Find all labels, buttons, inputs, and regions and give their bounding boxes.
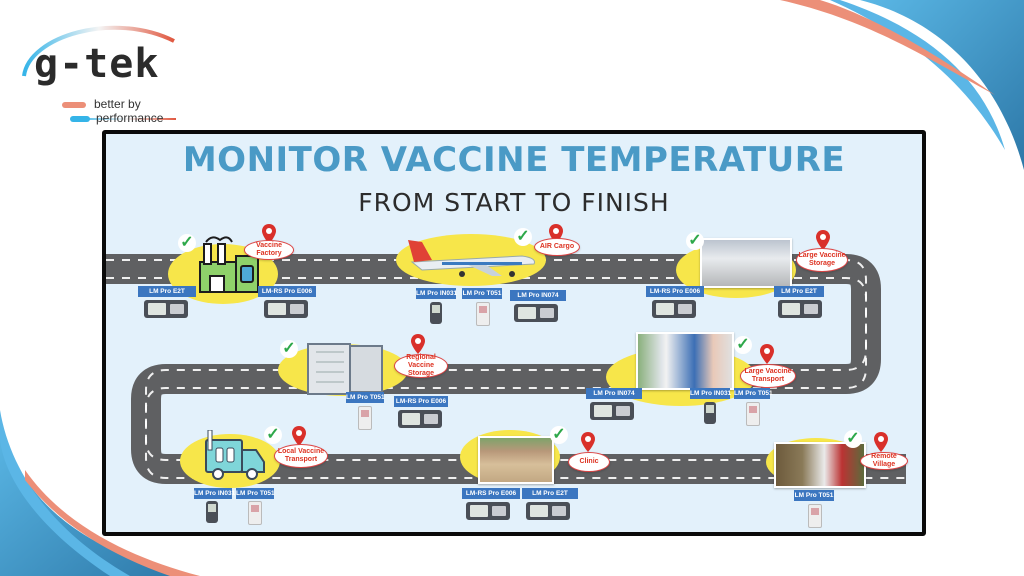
road-path	[106, 254, 906, 484]
device-label: LM Pro IN074	[510, 290, 566, 301]
brand-tagline-2: performance	[96, 111, 164, 125]
truck-photo	[636, 332, 734, 390]
check-icon: ✓	[686, 232, 704, 250]
check-icon: ✓	[264, 426, 282, 444]
location-pin-icon	[760, 344, 774, 364]
location-pin-icon	[292, 426, 306, 446]
location-label: Clinic	[568, 452, 610, 472]
location-label: Local Vaccine Transport	[274, 444, 328, 468]
device-label: LM Pro T051	[236, 488, 275, 499]
location-label: Large Vaccine Storage	[796, 248, 848, 272]
check-icon: ✓	[280, 340, 298, 358]
device-label: LM Pro IN074	[586, 388, 642, 399]
infographic-subtitle: FROM START TO FINISH	[358, 188, 670, 217]
vaccine-van-icon	[205, 430, 265, 480]
location-label: Large Vaccine Transport	[740, 364, 796, 388]
device-label: LM Pro E2T	[522, 488, 578, 499]
village-photo	[774, 442, 866, 488]
data-logger-device	[652, 300, 696, 318]
check-icon: ✓	[844, 430, 862, 448]
data-logger-device	[248, 501, 262, 525]
airplane-icon	[408, 240, 535, 277]
data-logger-device	[778, 300, 822, 318]
location-pin-icon	[874, 432, 888, 452]
device-label: LM Pro E2T	[138, 286, 196, 297]
device-label: LM Pro E2T	[774, 286, 824, 297]
check-icon: ✓	[514, 228, 532, 246]
logo-arc-icon	[22, 25, 176, 120]
g-tek-logo[interactable]: g-tek better by performance	[14, 16, 194, 126]
location-pin-icon	[262, 224, 276, 244]
device-label: LM Pro IN031	[690, 388, 732, 399]
location-label: Vaccine Factory	[244, 240, 294, 260]
data-logger-device	[514, 304, 558, 322]
data-logger-device	[144, 300, 188, 318]
device-label: LM Pro IN031	[416, 288, 458, 299]
data-logger-device	[476, 302, 490, 326]
data-logger-device	[206, 501, 218, 523]
data-logger-device	[590, 402, 634, 420]
cold-storage-icon	[307, 343, 383, 395]
data-logger-device	[526, 502, 570, 520]
data-logger-device	[398, 410, 442, 428]
location-label: Remote Village	[860, 452, 908, 470]
warehouse-photo	[700, 238, 792, 288]
device-label: LM-RS Pro E006	[394, 396, 448, 407]
data-logger-device	[430, 302, 442, 324]
device-label: LM Pro T051	[734, 388, 773, 399]
brand-name: g-tek	[34, 41, 160, 87]
device-label: LM-RS Pro E006	[646, 286, 704, 297]
data-logger-device	[264, 300, 308, 318]
device-label: LM-RS Pro E006	[462, 488, 520, 499]
data-logger-device	[466, 502, 510, 520]
device-label: LM Pro T051	[346, 392, 385, 403]
data-logger-device	[808, 504, 822, 528]
check-icon: ✓	[734, 336, 752, 354]
data-logger-device	[746, 402, 760, 426]
data-logger-device	[704, 402, 716, 424]
brand-tagline-1: better by	[94, 97, 141, 111]
location-label: Regional Vaccine Storage	[394, 354, 448, 378]
factory-icon	[199, 236, 259, 293]
location-pin-icon	[411, 334, 425, 354]
location-pin-icon	[816, 230, 830, 250]
brand-bar-orange	[62, 102, 86, 108]
location-pin-icon	[581, 432, 595, 452]
data-logger-device	[358, 406, 372, 430]
check-icon: ✓	[550, 426, 568, 444]
device-label: LM Pro T051	[462, 288, 502, 299]
infographic-title: MONITOR VACCINE TEMPERATURE	[182, 140, 846, 180]
check-icon: ✓	[178, 234, 196, 252]
device-label: LM Pro IN031	[194, 488, 236, 499]
device-label: LM Pro T051	[794, 490, 834, 501]
brand-bar-blue	[70, 116, 90, 122]
infographic-panel: MONITOR VACCINE TEMPERATURE FROM START T…	[102, 130, 926, 536]
clinic-photo	[478, 436, 554, 484]
location-label: AIR Cargo	[534, 238, 580, 256]
device-label: LM-RS Pro E006	[258, 286, 316, 297]
